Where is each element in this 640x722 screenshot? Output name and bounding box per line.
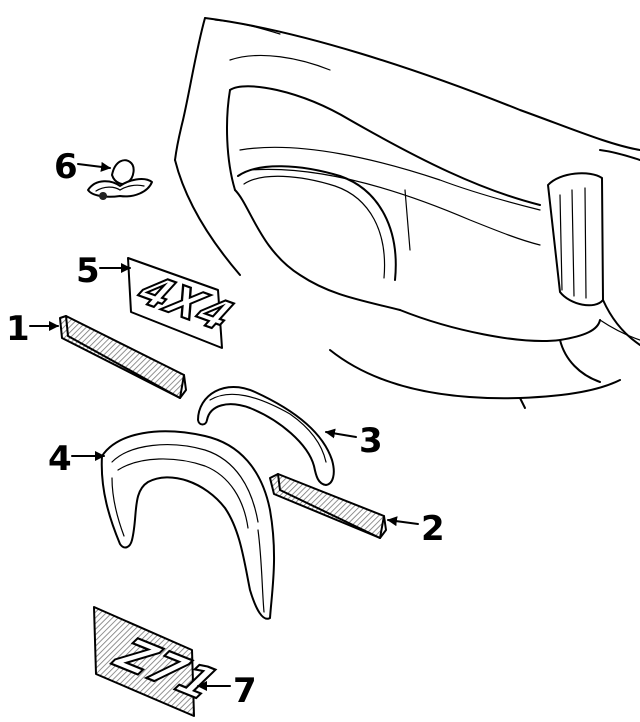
lower-body-side-molding xyxy=(269,473,387,539)
4x4-emblem: 4X4 xyxy=(127,257,242,349)
z71-decal: Z71 xyxy=(93,606,228,717)
truck-body-quarter-panel xyxy=(174,17,640,409)
hood-ornament-emblem xyxy=(87,159,153,200)
callout-6[interactable]: 6 xyxy=(54,147,78,187)
callout-1[interactable]: 1 xyxy=(6,309,30,349)
fender-flare xyxy=(100,430,276,620)
callout-leaders xyxy=(29,161,419,691)
callout-5[interactable]: 5 xyxy=(76,251,100,291)
callout-7[interactable]: 7 xyxy=(233,671,257,711)
wheel-opening-molding xyxy=(197,386,335,486)
callout-3[interactable]: 3 xyxy=(359,421,383,461)
callout-4[interactable]: 4 xyxy=(48,439,72,479)
leader-3 xyxy=(325,428,357,439)
leader-2 xyxy=(387,516,419,527)
upper-body-side-molding xyxy=(59,315,187,399)
callout-2[interactable]: 2 xyxy=(421,509,445,549)
leader-6 xyxy=(77,161,111,172)
callout-labels: 1 2 3 4 5 6 7 xyxy=(6,147,445,711)
